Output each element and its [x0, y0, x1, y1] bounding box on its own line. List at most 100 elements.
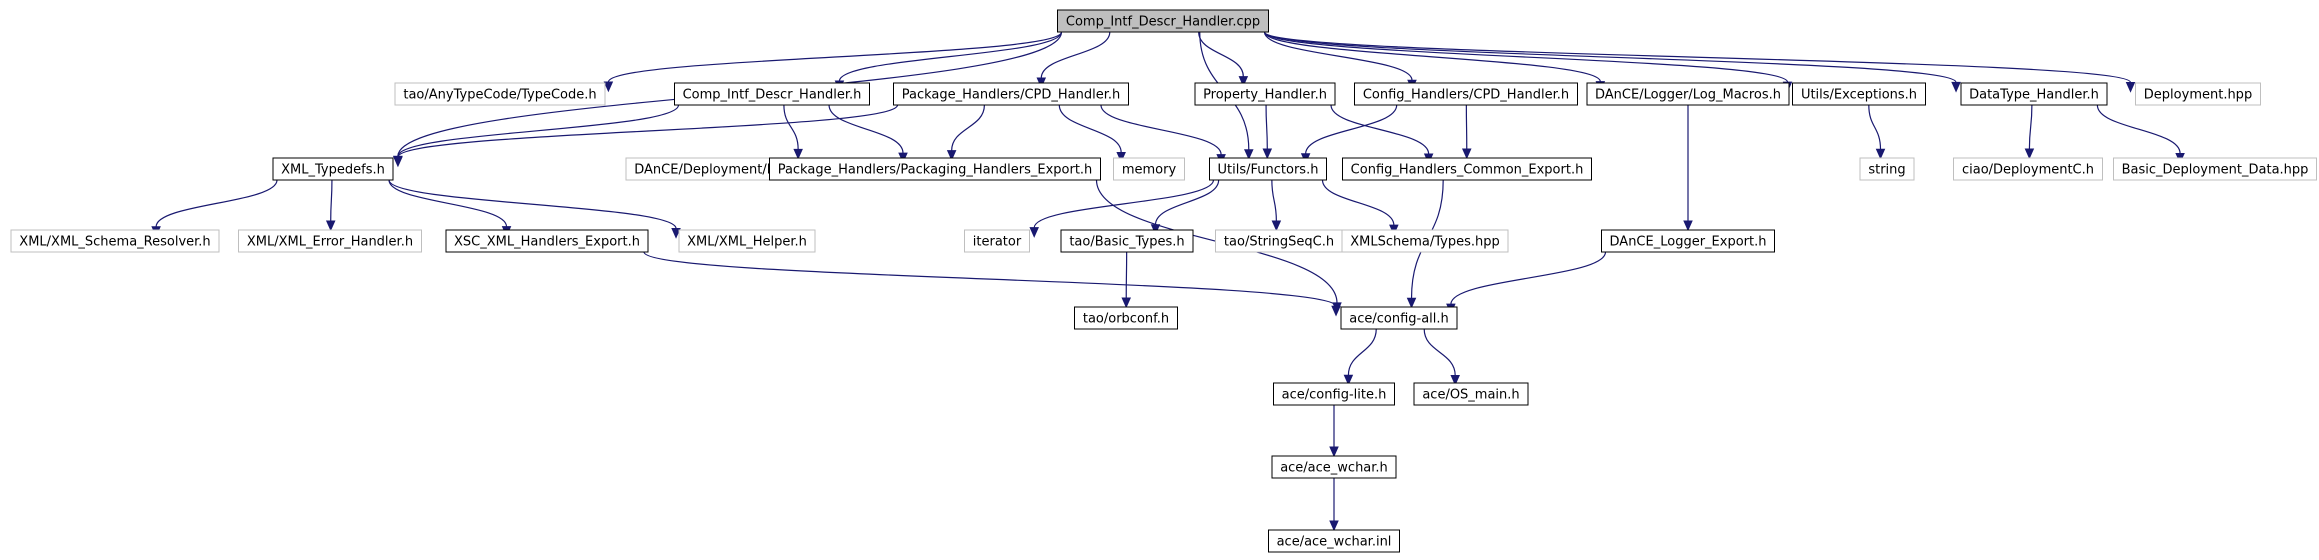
- node-dth[interactable]: DataType_Handler.h: [1960, 82, 2108, 106]
- node-box: [1057, 9, 1269, 33]
- node-chexp[interactable]: Config_Handlers_Common_Export.h: [1342, 157, 1592, 181]
- node-xmlhelp[interactable]: XML/XML_Helper.h: [678, 229, 816, 253]
- edge-line: [1058, 104, 1122, 153]
- edge-line: [397, 104, 680, 157]
- edge-dth-to-basicdep: [2096, 104, 2185, 164]
- edge-arrowhead: [1329, 446, 1339, 458]
- node-box: [1601, 229, 1775, 253]
- edge-arrowhead: [1116, 152, 1126, 163]
- node-wcharh[interactable]: ace/ace_wchar.h: [1271, 455, 1397, 479]
- edge-arrowhead: [603, 81, 614, 93]
- node-box: [1074, 306, 1178, 330]
- edge-arrowhead: [946, 150, 957, 161]
- node-label: memory: [1122, 163, 1177, 178]
- node-box: [1586, 82, 1790, 106]
- node-box: [1271, 455, 1397, 479]
- node-dephpp[interactable]: Deployment.hpp: [2135, 82, 2261, 106]
- node-logmac[interactable]: DAnCE/Logger/Log_Macros.h: [1586, 82, 1790, 106]
- node-iterator[interactable]: iterator: [964, 229, 1030, 253]
- node-box: [1413, 382, 1529, 406]
- edge-line: [388, 179, 677, 229]
- node-pkg_cpd[interactable]: Package_Handlers/CPD_Handler.h: [893, 82, 1129, 106]
- edge-xmltd-to-xscexp: [388, 179, 512, 237]
- node-wcharinl[interactable]: ace/ace_wchar.inl: [1268, 529, 1400, 553]
- edge-arrowhead: [1450, 375, 1460, 386]
- node-prop[interactable]: Property_Handler.h: [1194, 82, 1336, 106]
- node-box: [1340, 306, 1458, 330]
- node-label: Utils/Exceptions.h: [1801, 88, 1917, 103]
- edge-line: [1154, 179, 1220, 225]
- node-label: tao/AnyTypeCode/TypeCode.h: [403, 88, 596, 103]
- edge-line: [1040, 31, 1111, 79]
- node-xscexp[interactable]: XSC_XML_Handlers_Export.h: [445, 229, 649, 253]
- node-configall[interactable]: ace/config-all.h: [1340, 306, 1458, 330]
- node-label: ace/ace_wchar.h: [1280, 461, 1388, 476]
- edge-line: [388, 179, 508, 227]
- node-box: [678, 229, 816, 253]
- node-root[interactable]: Comp_Intf_Descr_Handler.cpp: [1057, 9, 1269, 33]
- edge-arrowhead: [1461, 148, 1472, 160]
- edge-arrowhead: [2024, 148, 2035, 160]
- edge-xmltd-to-errh: [325, 179, 336, 232]
- node-box: [1209, 157, 1327, 181]
- node-errh[interactable]: XML/XML_Error_Handler.h: [238, 229, 422, 253]
- edge-root-to-cidh: [834, 31, 1063, 92]
- edge-arrowhead: [1029, 227, 1039, 238]
- edge-configall-to-osmain: [1423, 328, 1460, 386]
- node-label: ciao/DeploymentC.h: [1962, 163, 2094, 178]
- edge-pkg_cpd-to-phexp: [946, 104, 985, 161]
- node-schres[interactable]: XML/XML_Schema_Resolver.h: [10, 229, 220, 253]
- node-box: [1268, 529, 1400, 553]
- node-orbconf[interactable]: tao/orbconf.h: [1074, 306, 1178, 330]
- node-functors[interactable]: Utils/Functors.h: [1209, 157, 1327, 181]
- edge-line: [828, 104, 904, 154]
- node-label: Comp_Intf_Descr_Handler.h: [683, 88, 862, 103]
- node-label: Package_Handlers/CPD_Handler.h: [902, 88, 1121, 103]
- node-label: Config_Handlers_Common_Export.h: [1351, 163, 1584, 178]
- edge-arrowhead: [793, 148, 803, 160]
- node-cidh[interactable]: Comp_Intf_Descr_Handler.h: [674, 82, 870, 106]
- node-strseq[interactable]: tao/StringSeqC.h: [1215, 229, 1343, 253]
- edge-pkg_cpd-to-xmltd: [393, 104, 899, 168]
- node-configlite[interactable]: ace/config-lite.h: [1273, 382, 1395, 406]
- node-string[interactable]: string: [1859, 157, 1915, 181]
- node-box: [964, 229, 1030, 253]
- edge-utilexc-to-string: [1868, 104, 1886, 160]
- edge-line: [1265, 104, 1268, 150]
- node-label: string: [1868, 163, 1905, 178]
- node-box: [769, 157, 1101, 181]
- edge-line: [2028, 104, 2033, 150]
- node-cfg_cpd[interactable]: Config_Handlers/CPD_Handler.h: [1354, 82, 1578, 106]
- edge-line: [1423, 328, 1456, 376]
- edge-line: [783, 104, 799, 150]
- edge-xmltd-to-xmlhelp: [388, 179, 681, 239]
- node-box: [1342, 157, 1592, 181]
- edge-functors-to-strseq: [1271, 179, 1282, 232]
- edge-arrowhead: [1331, 305, 1341, 317]
- edge-xmltd-to-schres: [151, 179, 278, 237]
- node-xmlschtypes[interactable]: XMLSchema/Types.hpp: [1341, 229, 1509, 253]
- nodes: Comp_Intf_Descr_Handler.cpp tao/AnyTypeCo…: [10, 9, 2317, 553]
- node-osmain[interactable]: ace/OS_main.h: [1413, 382, 1529, 406]
- edge-dth-to-ciaodep: [2024, 104, 2035, 160]
- node-xmltd[interactable]: XML_Typedefs.h: [272, 157, 394, 181]
- node-basicdep[interactable]: Basic_Deployment_Data.hpp: [2113, 157, 2317, 181]
- node-typecode[interactable]: tao/AnyTypeCode/TypeCode.h: [394, 82, 606, 106]
- edge-line: [1100, 104, 1222, 155]
- edge-line: [1450, 251, 1607, 305]
- node-ciaodep[interactable]: ciao/DeploymentC.h: [1953, 157, 2103, 181]
- edge-arrowhead: [1683, 220, 1693, 232]
- edge-line: [1263, 31, 1789, 83]
- edge-arrowhead: [671, 228, 681, 239]
- node-basictypes[interactable]: tao/Basic_Types.h: [1060, 229, 1194, 253]
- node-label: XML/XML_Schema_Resolver.h: [19, 235, 210, 250]
- node-loggerexp[interactable]: DAnCE_Logger_Export.h: [1601, 229, 1775, 253]
- node-memory[interactable]: memory: [1113, 157, 1185, 181]
- node-box: [445, 229, 649, 253]
- edge-arrowhead: [1875, 148, 1886, 160]
- node-utilexc[interactable]: Utils/Exceptions.h: [1792, 82, 1926, 106]
- node-phexp[interactable]: Package_Handlers/Packaging_Handlers_Expo…: [769, 157, 1101, 181]
- edge-arrowhead: [325, 220, 336, 232]
- node-label: Comp_Intf_Descr_Handler.cpp: [1066, 15, 1260, 30]
- edge-root-to-prop: [1198, 31, 1249, 87]
